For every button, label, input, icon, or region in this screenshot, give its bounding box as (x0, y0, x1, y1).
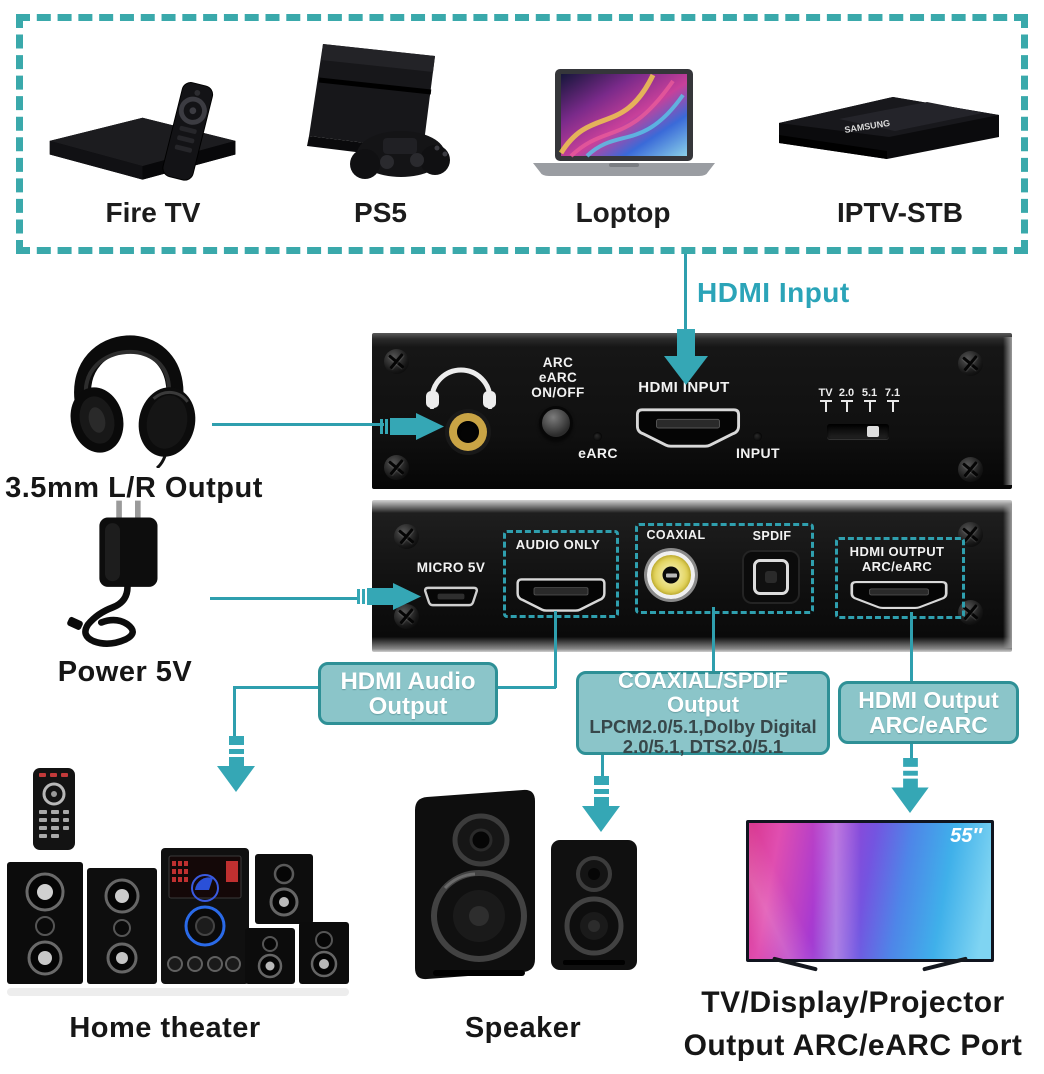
line-out-arrow-icon (380, 413, 444, 440)
spdif-port (742, 550, 800, 604)
hdmi-output-port-label: HDMI OUTPUT ARC/eARC (849, 544, 945, 574)
power-label: Power 5V (57, 656, 193, 688)
fire-tv-label: Fire TV (105, 197, 201, 228)
audio-output-left-line (233, 686, 318, 689)
stb-label: IPTV-STB (836, 197, 963, 228)
hdmi-output-dashed-box: HDMI OUTPUT ARC/eARC (835, 537, 965, 619)
tv-arrow-icon (891, 758, 929, 814)
line-out-connector-line (212, 423, 384, 426)
screw-icon (384, 349, 409, 374)
hdmi-output-callout-text: HDMI Output ARC/eARC (858, 686, 999, 738)
spdif-output-drop-line (712, 607, 715, 672)
home-theater-label: Home theater (69, 1012, 261, 1044)
speaker-arrow-icon (582, 776, 620, 832)
audio-output-down-line (233, 686, 236, 737)
coaxial-slot (665, 573, 677, 577)
switch-label-tv: TV (818, 387, 833, 399)
coaxial-port (647, 551, 695, 599)
screw-icon (394, 524, 419, 549)
panel-edge (1003, 337, 1012, 485)
audio-output-callout-text: HDMI Audio Output (340, 667, 476, 720)
arc-button-label: ARC eARC ON/OFF (531, 355, 585, 400)
audio-only-port-label: AUDIO ONLY (515, 537, 601, 552)
spdif-output-callout: COAXIAL/SPDIF Output LPCM2.0/5.1,Dolby D… (576, 668, 830, 757)
input-led (753, 432, 762, 441)
spdif-output-callout-sub: LPCM2.0/5.1,Dolby Digital 2.0/5.1, DTS2.… (589, 716, 817, 757)
hdmi-output-callout: HDMI Output ARC/eARC (838, 681, 1019, 744)
home-theater-image (7, 768, 349, 996)
switch-tick (886, 400, 899, 414)
audio-output-callout: HDMI Audio Output (318, 662, 498, 725)
input-led-label: INPUT (736, 445, 780, 461)
speakers-image (415, 789, 637, 980)
switch-tick (819, 400, 832, 414)
spdif-output-down-line (601, 748, 604, 777)
stb-image: SAMSUNG (779, 97, 999, 159)
headphones-image (70, 335, 196, 468)
audio-output-right-line (491, 686, 556, 689)
hdmi-input-arrow-icon (664, 329, 708, 385)
laptop-label: Loptop (575, 197, 671, 228)
audio-only-hdmi-port (516, 578, 606, 612)
micro-usb-label: MICRO 5V (416, 560, 486, 575)
tv-screen: 55″ (746, 820, 994, 962)
speaker-label: Speaker (464, 1012, 582, 1044)
switch-tick (840, 400, 853, 414)
screw-icon (958, 351, 983, 376)
switch-label-71: 7.1 (884, 387, 901, 399)
tv-size-badge: 55″ (950, 825, 982, 847)
line-out-label: 3.5mm L/R Output (5, 472, 263, 504)
home-theater-arrow-icon (217, 736, 255, 792)
arc-toggle-button (539, 406, 573, 440)
audio-mode-switch: TV 2.0 5.1 7.1 (818, 387, 908, 441)
ps5-image (307, 44, 450, 179)
headphone-icon (426, 367, 496, 409)
device-rear-panel: MICRO 5V AUDIO ONLY COAXIAL SPDIF (372, 500, 1012, 652)
micro-usb-port (423, 586, 479, 607)
earc-led-label: eARC (578, 445, 618, 461)
panel-edge (1003, 504, 1012, 648)
spdif-port-label: SPDIF (752, 529, 792, 543)
audio-only-dashed-box: AUDIO ONLY (503, 530, 619, 618)
hdmi-output-drop-line (910, 612, 913, 682)
hdmi-input-connector-line (684, 254, 687, 330)
tv-image: 55″ (746, 820, 994, 972)
power-arrow-icon (357, 583, 421, 610)
laptop-image (533, 69, 715, 176)
screw-icon (394, 604, 419, 629)
fire-tv-image (49, 82, 236, 181)
coaxial-hole (662, 566, 680, 584)
hdmi-input-port-label: HDMI INPUT (638, 379, 730, 396)
switch-knob (867, 426, 879, 437)
screw-icon (384, 455, 409, 480)
switch-track (827, 424, 889, 439)
audio-output-drop-line (554, 611, 557, 688)
coax-spdif-dashed-box: COAXIAL SPDIF (635, 523, 814, 614)
spdif-output-callout-title: COAXIAL/SPDIF Output (618, 668, 788, 717)
source-devices-box: Fire TV PS5 (16, 14, 1028, 254)
switch-label-20: 2.0 (838, 387, 855, 399)
headphone-jack (457, 421, 479, 443)
ps5-label: PS5 (354, 197, 407, 228)
switch-label-51: 5.1 (861, 387, 878, 399)
tv-label: TV/Display/Projector Output ARC/eARC Por… (683, 986, 1023, 1062)
coaxial-port-label: COAXIAL (646, 528, 706, 542)
hdmi-input-port (635, 408, 741, 448)
power-adapter-image (67, 500, 158, 647)
switch-tick (863, 400, 876, 414)
power-connector-line (210, 597, 360, 600)
hdmi-output-down-line (910, 738, 913, 759)
hdmi-output-port (850, 581, 948, 609)
hdmi-input-title: HDMI Input (697, 277, 850, 308)
spdif-core (765, 571, 777, 583)
earc-led (593, 432, 602, 441)
screw-icon (958, 457, 983, 482)
